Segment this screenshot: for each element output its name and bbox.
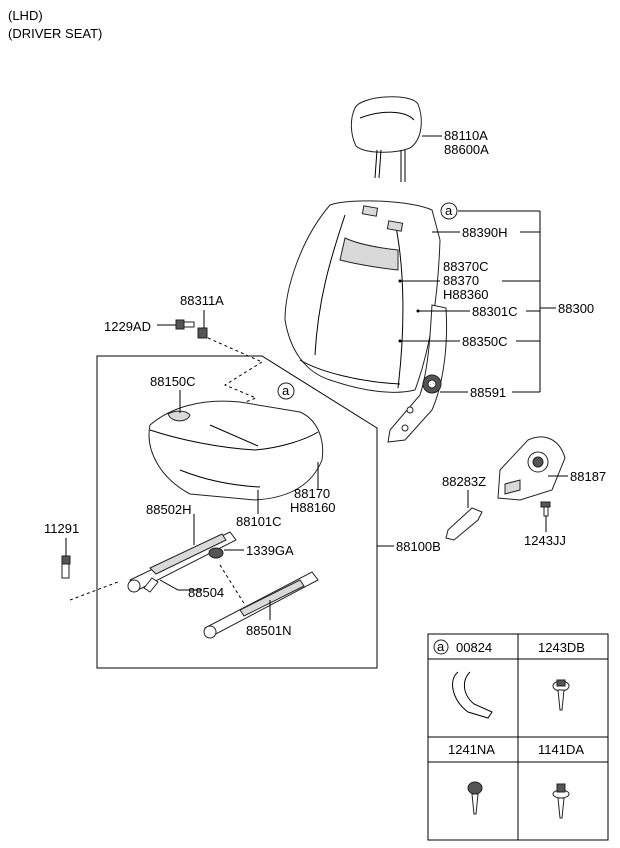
callout-a-back-label: a [445, 203, 453, 218]
table-code-1243db: 1243DB [538, 640, 585, 655]
knob-part[interactable] [445, 507, 483, 541]
label-88600a: 88600A [444, 142, 489, 157]
callout-a-back [440, 202, 458, 220]
label-88504: 88504 [188, 585, 224, 600]
table-code-1241na: 1241NA [448, 742, 495, 757]
label-88370: 88370 [443, 273, 479, 288]
label-88150c: 88150C [150, 374, 196, 389]
screw-1141da-part [552, 783, 570, 819]
label-88100b: 88100B [396, 539, 441, 554]
table-callout-a [433, 639, 449, 655]
label-88311a: 88311A [180, 293, 224, 308]
header-lhd: (LHD) [8, 8, 43, 23]
label-88501n: 88501N [246, 623, 292, 638]
rod-part[interactable] [143, 577, 159, 593]
label-88301c: 88301C [472, 304, 518, 319]
label-88110a: 88110A [444, 128, 488, 143]
seat-back-part[interactable] [284, 200, 441, 393]
label-88370c: 88370C [443, 259, 489, 274]
clip-part [452, 671, 493, 719]
label-1339ga: 1339GA [246, 543, 294, 558]
cushion-assy-frame [96, 355, 378, 669]
label-11291: 11291 [44, 521, 79, 536]
nut-part[interactable] [197, 327, 208, 339]
label-1229ad: 1229AD [104, 319, 151, 334]
label-88390h: 88390H [462, 225, 508, 240]
label-h88160: H88160 [290, 500, 336, 515]
table-code-1141da: 1141DA [538, 742, 584, 757]
label-88300: 88300 [558, 301, 594, 316]
header-driver-seat: (DRIVER SEAT) [8, 26, 102, 41]
label-88187: 88187 [570, 469, 606, 484]
table-callout-a-label: a [437, 639, 445, 654]
headrest-part[interactable] [350, 96, 422, 182]
seat-back-frame-part[interactable] [387, 304, 448, 443]
screw-1243db-part [552, 679, 570, 711]
label-88502h: 88502H [146, 502, 192, 517]
parts-table: a 00824 1243DB 1241NA 1141DA [427, 633, 609, 841]
side-bolt-part[interactable] [61, 555, 71, 579]
label-1243jj: 1243JJ [524, 533, 566, 548]
label-h88360: H88360 [443, 287, 489, 302]
side-cover-part[interactable] [497, 436, 566, 501]
screw-1241na-part [467, 781, 483, 815]
left-track-part[interactable] [127, 531, 237, 593]
label-88283z: 88283Z [442, 474, 486, 489]
label-88350c: 88350C [462, 334, 508, 349]
label-88591: 88591 [470, 385, 506, 400]
callout-a-cushion-label: a [282, 383, 290, 398]
callout-a-cushion [277, 382, 295, 400]
seat-cushion-part[interactable] [148, 400, 324, 501]
label-88170: 88170 [294, 486, 330, 501]
bolt-part[interactable] [175, 319, 195, 330]
table-code-00824: 00824 [456, 640, 492, 655]
screw-part[interactable] [540, 501, 551, 517]
label-88101c: 88101C [236, 514, 282, 529]
bushing-part[interactable] [208, 547, 224, 559]
right-track-part[interactable] [203, 571, 319, 639]
